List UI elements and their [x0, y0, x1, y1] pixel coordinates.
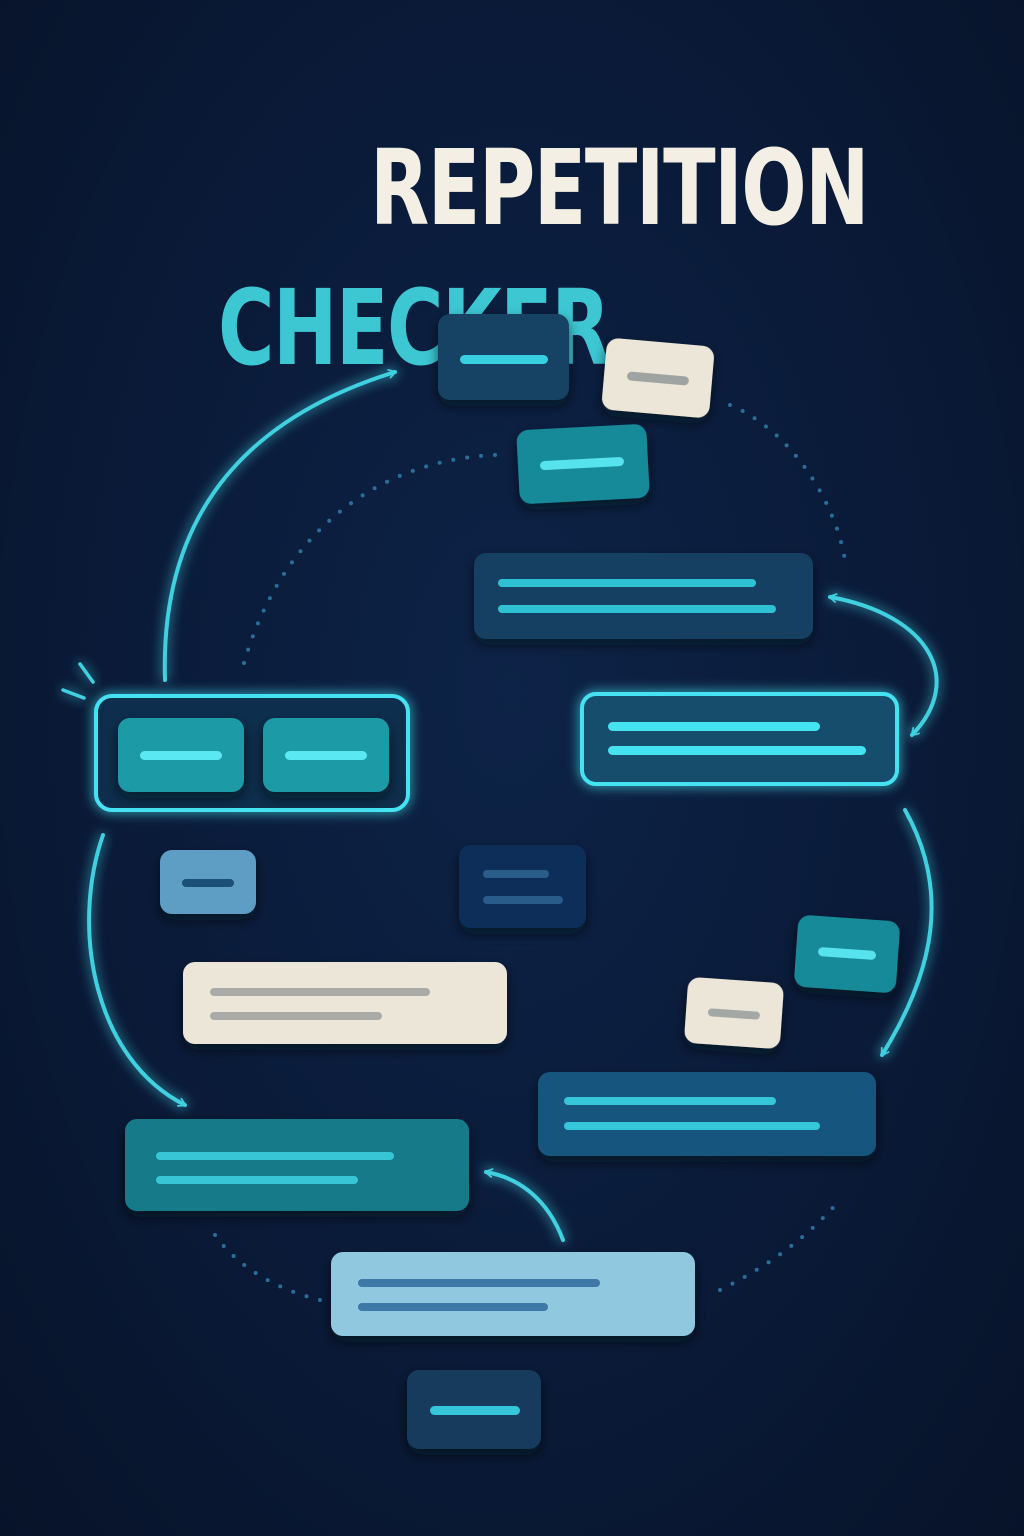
card-wide-teal-left: [125, 1119, 469, 1211]
card-bottom-navy: [407, 1370, 541, 1449]
dotted-orbit-icon: [213, 403, 847, 1302]
card-top-cream: [602, 338, 714, 418]
card-cream-wide: [183, 962, 507, 1044]
card-highlighted-pair: [94, 694, 410, 812]
card-wide-navy-upper: [474, 553, 813, 639]
card-small-teal-right: [794, 915, 900, 993]
card-small-dark-navy: [459, 845, 586, 928]
card-wide-blue-lower: [538, 1072, 876, 1156]
curved-arrow-icon: [87, 369, 939, 1242]
card-small-cream-right: [684, 977, 784, 1049]
card-top-teal: [516, 424, 650, 504]
card-small-light-blue: [160, 850, 256, 914]
card-top-navy: [438, 314, 569, 400]
card-highlighted-right: [580, 692, 899, 786]
card-wide-light-blue-bottom: [331, 1252, 695, 1336]
spark-lines-icon: [61, 662, 95, 700]
title-word-repetition: REPETITION: [370, 127, 870, 249]
